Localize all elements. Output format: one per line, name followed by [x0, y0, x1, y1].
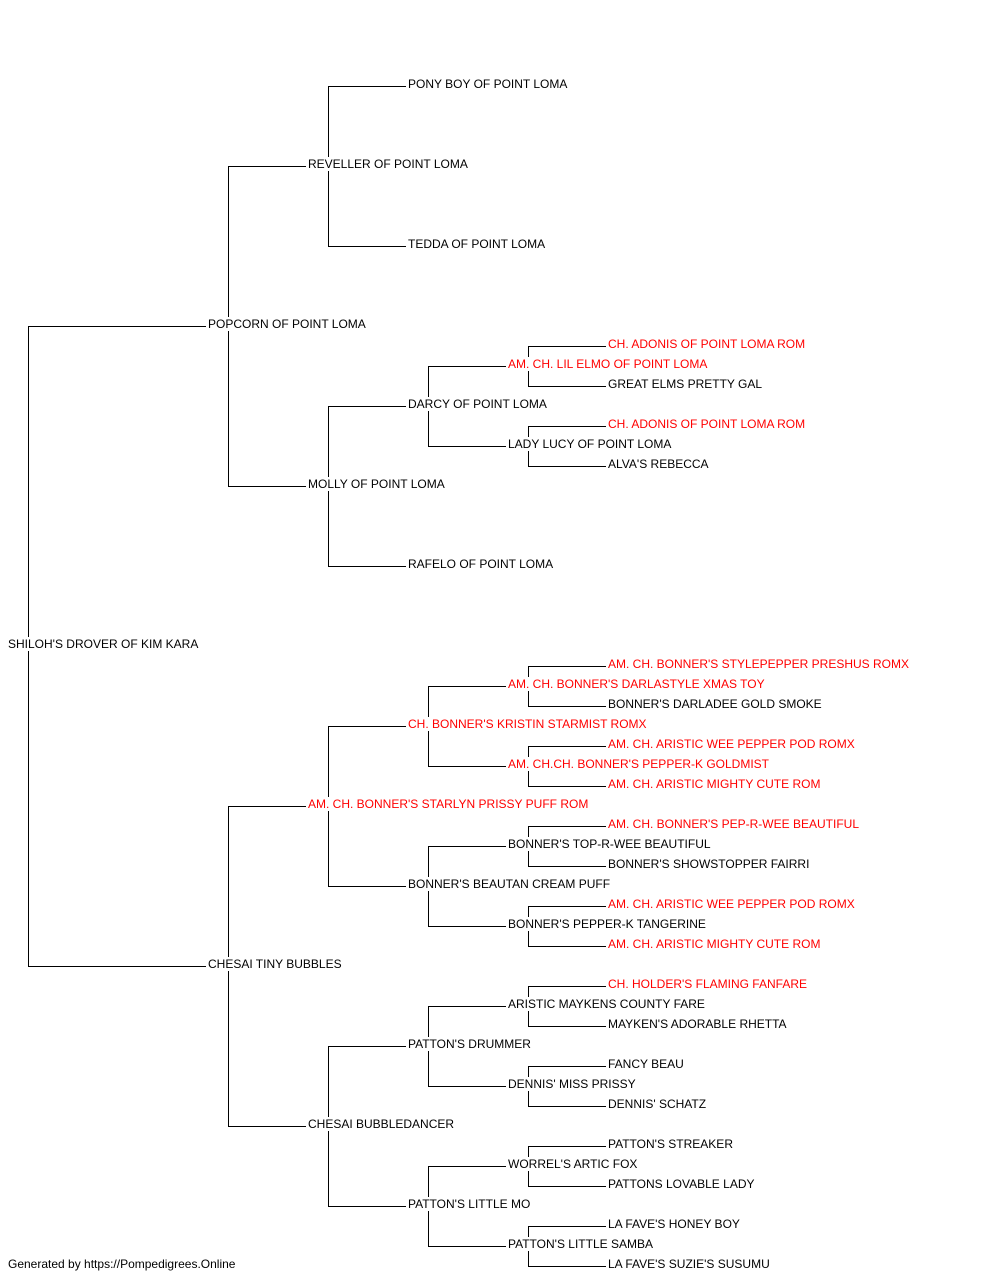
pedigree-entry-gen3: PATTON'S DRUMMER — [408, 1037, 533, 1051]
pedigree-entry-gen2: REVELLER OF POINT LOMA — [308, 157, 470, 171]
pedigree-entry-gen5: BONNER'S SHOWSTOPPER FAIRRI — [608, 857, 812, 871]
pedigree-entry-gen4: WORREL'S ARTIC FOX — [508, 1157, 640, 1171]
pedigree-entry-gen5: LA FAVE'S HONEY BOY — [608, 1217, 742, 1231]
pedigree-entry-gen5: PATTONS LOVABLE LADY — [608, 1177, 757, 1191]
pedigree-entry-gen3: PATTON'S LITTLE MO — [408, 1197, 533, 1211]
generated-by-footer: Generated by https://Pompedigrees.Online — [8, 1257, 236, 1271]
pedigree-entry-gen3: RAFELO OF POINT LOMA — [408, 557, 556, 571]
pedigree-entry-gen1: POPCORN OF POINT LOMA — [208, 317, 368, 331]
pedigree-entry-gen5: AM. CH. ARISTIC WEE PEPPER POD ROMX — [608, 737, 857, 751]
pedigree-entry-gen5: GREAT ELMS PRETTY GAL — [608, 377, 765, 391]
pedigree-entry-gen4: LADY LUCY OF POINT LOMA — [508, 437, 674, 451]
pedigree-entry-gen4: BONNER'S PEPPER-K TANGERINE — [508, 917, 708, 931]
pedigree-entry-gen3: BONNER'S BEAUTAN CREAM PUFF — [408, 877, 613, 891]
pedigree-entry-gen3: PONY BOY OF POINT LOMA — [408, 77, 570, 91]
pedigree-entry-gen5: BONNER'S DARLADEE GOLD SMOKE — [608, 697, 824, 711]
pedigree-entry-gen4: AM. CH. BONNER'S DARLASTYLE XMAS TOY — [508, 677, 767, 691]
pedigree-entry-gen5: ALVA'S REBECCA — [608, 457, 711, 471]
pedigree-entry-gen5: PATTON'S STREAKER — [608, 1137, 735, 1151]
pedigree-entry-gen4: AM. CH.CH. BONNER'S PEPPER-K GOLDMIST — [508, 757, 771, 771]
pedigree-entry-gen1: CHESAI TINY BUBBLES — [208, 957, 344, 971]
pedigree-entry-gen3: DARCY OF POINT LOMA — [408, 397, 549, 411]
pedigree-entry-gen5: MAYKEN'S ADORABLE RHETTA — [608, 1017, 789, 1031]
pedigree-entry-gen4: ARISTIC MAYKENS COUNTY FARE — [508, 997, 707, 1011]
pedigree-entry-gen5: LA FAVE'S SUZIE'S SUSUMU — [608, 1257, 772, 1271]
pedigree-entry-gen5: CH. ADONIS OF POINT LOMA ROM — [608, 417, 808, 431]
pedigree-entry-gen5: AM. CH. BONNER'S PEP-R-WEE BEAUTIFUL — [608, 817, 861, 831]
pedigree-entry-gen4: BONNER'S TOP-R-WEE BEAUTIFUL — [508, 837, 713, 851]
pedigree-entry-gen5: AM. CH. ARISTIC MIGHTY CUTE ROM — [608, 777, 823, 791]
pedigree-entry-gen2: MOLLY OF POINT LOMA — [308, 477, 447, 491]
pedigree-entry-gen5: AM. CH. BONNER'S STYLEPEPPER PRESHUS ROM… — [608, 657, 912, 671]
pedigree-entry-gen5: CH. HOLDER'S FLAMING FANFARE — [608, 977, 809, 991]
pedigree-entry-gen5: CH. ADONIS OF POINT LOMA ROM — [608, 337, 808, 351]
pedigree-entry-gen4: DENNIS' MISS PRISSY — [508, 1077, 638, 1091]
pedigree-entry-gen3: TEDDA OF POINT LOMA — [408, 237, 548, 251]
pedigree-entry-gen5: DENNIS' SCHATZ — [608, 1097, 709, 1111]
pedigree-entry-gen4: AM. CH. LIL ELMO OF POINT LOMA — [508, 357, 710, 371]
pedigree-entry-gen2: AM. CH. BONNER'S STARLYN PRISSY PUFF ROM — [308, 797, 591, 811]
pedigree-entry-gen3: CH. BONNER'S KRISTIN STARMIST ROMX — [408, 717, 649, 731]
pedigree-entry-gen0: SHILOH'S DROVER OF KIM KARA — [8, 637, 201, 651]
pedigree-entry-gen5: AM. CH. ARISTIC WEE PEPPER POD ROMX — [608, 897, 857, 911]
pedigree-entry-gen4: PATTON'S LITTLE SAMBA — [508, 1237, 655, 1251]
pedigree-entry-gen5: FANCY BEAU — [608, 1057, 686, 1071]
pedigree-entry-gen2: CHESAI BUBBLEDANCER — [308, 1117, 457, 1131]
pedigree-entry-gen5: AM. CH. ARISTIC MIGHTY CUTE ROM — [608, 937, 823, 951]
